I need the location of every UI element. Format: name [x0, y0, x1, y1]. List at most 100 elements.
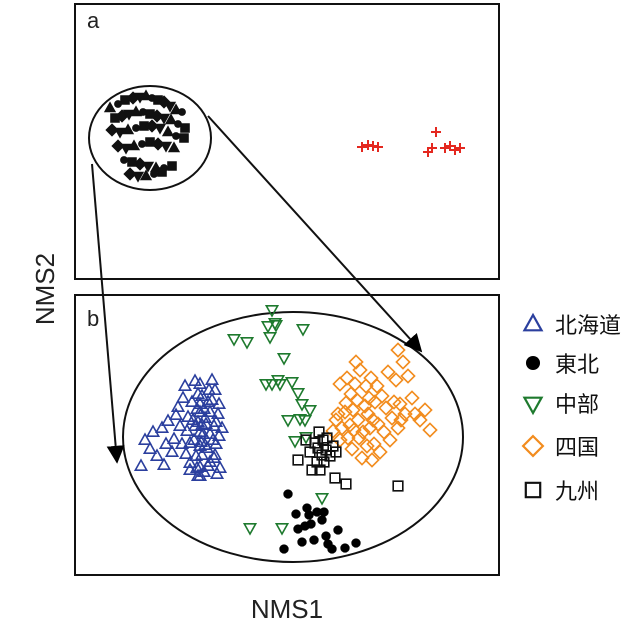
series-0-point [198, 416, 214, 430]
panel-a-cluster-point [139, 108, 147, 116]
series-3-point [382, 432, 398, 448]
series-2-point [264, 378, 280, 392]
series-1-point [317, 515, 327, 525]
series-3-point [361, 390, 377, 406]
legend-marker-triangle-down [522, 396, 544, 416]
series-1-point [293, 524, 303, 534]
panel-a-frame [74, 3, 500, 280]
series-3-point [384, 410, 400, 426]
panel-a-cluster-point [180, 123, 190, 133]
panel-a-cluster-point [159, 141, 173, 153]
series-2-point [264, 304, 280, 318]
series-3-point [393, 412, 409, 428]
series-0-point [214, 420, 230, 434]
series-3-point [355, 424, 371, 440]
series-3-point [339, 370, 355, 386]
panel-a-cluster-point [113, 127, 127, 139]
series-0-point [196, 464, 212, 478]
series-1-point [291, 509, 301, 519]
series-2-point [276, 352, 292, 366]
series-4-point [314, 464, 326, 476]
series-2-point [239, 336, 255, 350]
series-0-point [202, 454, 218, 468]
series-0-point [137, 432, 153, 446]
series-2-point [242, 522, 258, 536]
series-4-point [312, 442, 324, 454]
series-0-point [210, 406, 226, 420]
series-0-point [192, 404, 208, 418]
legend-marker [521, 434, 545, 458]
panel-a-cluster-point [129, 105, 143, 117]
panel-b-series-points [133, 304, 438, 554]
series-4-point [392, 480, 404, 492]
series-2-point [314, 492, 330, 506]
series-4-point [292, 454, 304, 466]
series-3-point [351, 430, 367, 446]
panel-b-zoom-ellipse [122, 311, 464, 563]
series-0-point [207, 447, 223, 461]
series-2-point [226, 333, 242, 347]
series-0-point [145, 424, 161, 438]
series-0-point [194, 447, 210, 461]
legend-marker [524, 481, 542, 499]
series-0-point [200, 394, 216, 408]
panel-a-label: a [87, 8, 100, 33]
series-3-point [412, 412, 428, 428]
series-0-point [208, 436, 224, 450]
panel-a-cluster-point [121, 123, 135, 135]
legend-marker-square [524, 481, 542, 499]
series-4-point [309, 437, 321, 449]
series-0-point [133, 458, 149, 472]
series-0-point [199, 440, 215, 454]
series-1-point [327, 544, 337, 554]
series-4-point [313, 426, 325, 438]
series-0-point [197, 410, 213, 424]
series-0-point [149, 448, 165, 462]
panel-a-cluster-point [131, 171, 145, 183]
series-3-point [352, 362, 368, 378]
series-0-point [192, 459, 208, 473]
series-0-point [178, 446, 194, 460]
series-0-point [194, 388, 210, 402]
panel-a-cluster-point [139, 169, 153, 181]
series-2-point [287, 435, 303, 449]
panel-a-cluster-points [103, 89, 190, 183]
series-1-point [309, 535, 319, 545]
legend-marker [522, 312, 544, 332]
series-0-point [177, 378, 193, 392]
series-0-point [164, 444, 180, 458]
legend-label-shikoku: 四国 [555, 436, 599, 461]
series-3-point [386, 394, 402, 410]
series-0-point [175, 390, 191, 404]
panel-a-cluster-point [157, 167, 167, 177]
legend-marker-diamond [521, 434, 545, 458]
series-0-point [168, 407, 184, 421]
panel-a-cluster-point [139, 121, 149, 131]
panel-a-cluster-point [157, 113, 171, 125]
series-3-point [347, 376, 363, 392]
series-3-point [338, 395, 354, 411]
series-0-point [209, 466, 225, 480]
series-3-point [330, 406, 346, 422]
panel-a-cluster-point [178, 108, 186, 116]
panel-a-outlier-point [455, 143, 465, 153]
series-1-point [333, 525, 343, 535]
series-0-point [170, 399, 186, 413]
series-3-point [390, 342, 406, 358]
series-0-point [192, 468, 208, 482]
panel-a-cluster-ellipse [88, 85, 212, 191]
series-3-point [372, 444, 388, 460]
series-1-point [312, 507, 322, 517]
panel-a-cluster-point [150, 170, 158, 178]
series-2-point [262, 331, 278, 345]
series-1-point [283, 489, 293, 499]
panel-a-cluster-point [120, 156, 128, 164]
series-3-point [345, 402, 361, 418]
series-0-point [192, 396, 208, 410]
panel-a-cluster-point [164, 113, 178, 125]
panel-a-cluster-point [132, 124, 140, 132]
series-3-point [344, 441, 360, 457]
series-1-point [351, 538, 361, 548]
legend-marker-circle [525, 355, 541, 371]
series-0-point [172, 418, 188, 432]
